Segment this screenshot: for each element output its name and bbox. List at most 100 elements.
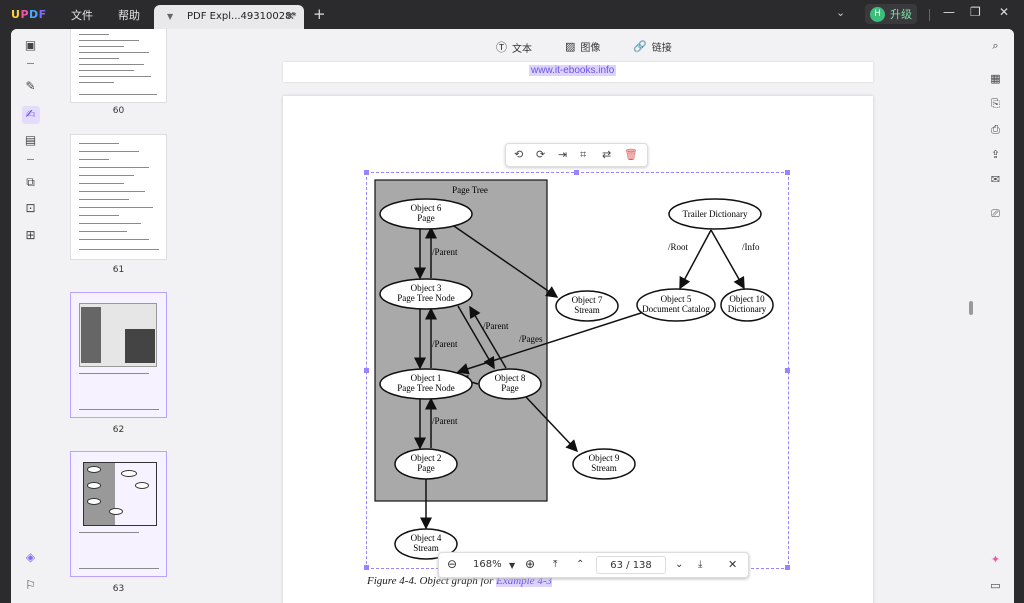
save-icon[interactable]: ⎚ — [991, 207, 1000, 220]
delete-icon[interactable]: 🗑 — [624, 148, 638, 161]
edge-label: /Parent — [432, 416, 458, 426]
extract-image-icon[interactable]: ⇥ — [558, 148, 568, 161]
svg-text:Object 10: Object 10 — [729, 294, 765, 304]
layers-icon[interactable]: ◈ — [25, 550, 36, 564]
node-object-5[interactable]: Object 5 Document Catalog — [636, 288, 716, 322]
add-link-button[interactable]: 🔗链接 — [633, 40, 672, 54]
thumbnail-label: 61 — [112, 265, 125, 275]
divider — [27, 159, 34, 160]
right-toolbar: ⌕ ▦ ⎘ ⎙ ⇪ ✉ ⎚ ✦ ▭ — [979, 29, 1014, 603]
minimize-icon[interactable]: — — [943, 5, 955, 19]
comment-icon[interactable]: ✎ — [25, 79, 36, 93]
resize-handle[interactable] — [364, 170, 369, 175]
node-trailer-dictionary[interactable]: Trailer Dictionary — [668, 198, 762, 230]
previous-page-icon[interactable]: ⌃ — [576, 559, 585, 570]
organize-pages-icon[interactable]: ⧉ — [26, 175, 35, 189]
thumbnail-page-60[interactable] — [70, 29, 167, 103]
previous-page-bottom: www.it-ebooks.info — [283, 62, 873, 82]
figure-caption: Figure 4-4. Object graph for Example 4-3 — [367, 575, 553, 587]
resize-handle[interactable] — [364, 368, 369, 373]
zoom-dropdown-icon[interactable]: ▼ — [509, 561, 516, 570]
node-object-6[interactable]: Object 6 Page — [379, 198, 473, 230]
ocr-icon[interactable]: ▦ — [990, 72, 1001, 85]
add-image-button[interactable]: ▨图像 — [565, 40, 601, 54]
resize-handle[interactable] — [574, 170, 579, 175]
edit-pdf-icon[interactable]: ✍ — [25, 107, 36, 121]
object-graph-diagram[interactable]: Page Tree /Parent /Parent /Parent /Paren… — [366, 172, 789, 569]
svg-text:Stream: Stream — [591, 463, 617, 473]
resize-handle[interactable] — [785, 368, 790, 373]
ai-assistant-icon[interactable]: ✦ — [990, 553, 1001, 566]
page-view-icon[interactable]: ▤ — [24, 133, 37, 147]
zoom-out-icon[interactable]: ⊖ — [447, 557, 458, 571]
chevron-down-icon[interactable]: ⌄ — [836, 6, 846, 19]
node-object-2[interactable]: Object 2 Page — [394, 448, 458, 480]
restore-icon[interactable]: ❐ — [970, 5, 981, 19]
bookmark-icon[interactable]: ⚐ — [25, 578, 36, 592]
first-page-icon[interactable]: ⤒ — [553, 559, 558, 570]
share-icon[interactable]: ⇪ — [990, 148, 1001, 161]
svg-text:Object 8: Object 8 — [495, 373, 526, 383]
svg-text:Page: Page — [417, 463, 435, 473]
edge-label: /Parent — [483, 321, 509, 331]
svg-text:Stream: Stream — [413, 543, 439, 553]
protect-icon[interactable]: ⎙ — [991, 123, 1000, 136]
tab-dropdown-icon[interactable]: ▼ — [167, 12, 174, 21]
svg-text:Stream: Stream — [574, 305, 600, 315]
menu-help[interactable]: 帮助 — [118, 9, 140, 22]
zoom-in-icon[interactable]: ⊕ — [525, 557, 536, 571]
svg-text:Dictionary: Dictionary — [728, 304, 767, 314]
rotate-left-icon[interactable]: ⟲ — [514, 148, 524, 161]
chat-icon[interactable]: ▭ — [990, 579, 1001, 592]
divider — [929, 9, 930, 21]
resize-handle[interactable] — [364, 565, 369, 570]
image-icon: ▨ — [565, 40, 576, 53]
menu-file[interactable]: 文件 — [71, 9, 93, 22]
edge-label: /Parent — [432, 339, 458, 349]
page-url-text[interactable]: www.it-ebooks.info — [529, 65, 617, 76]
updf-logo[interactable]: UPDF — [11, 8, 47, 21]
crop-icon[interactable]: ⊡ — [25, 201, 36, 215]
convert-icon[interactable]: ⎘ — [991, 97, 1000, 110]
upgrade-button[interactable]: H 升级 — [865, 4, 917, 24]
reader-mode-icon[interactable]: ▣ — [24, 38, 37, 52]
node-object-3[interactable]: Object 3 Page Tree Node — [379, 278, 473, 310]
close-navigation-icon[interactable]: ✕ — [728, 558, 738, 571]
new-tab-icon[interactable]: + — [313, 5, 326, 23]
thumbnail-page-61[interactable] — [70, 134, 167, 260]
form-icon[interactable]: ⊞ — [25, 228, 36, 242]
crop-image-icon[interactable]: ⌗ — [580, 148, 587, 161]
document-tab[interactable]: ▼ PDF Expl...49310028* ✕ — [154, 5, 304, 30]
search-icon[interactable]: ⌕ — [992, 39, 999, 52]
image-selection-box[interactable] — [364, 170, 790, 570]
email-icon[interactable]: ✉ — [990, 173, 1001, 186]
edge-label: /Pages — [519, 334, 543, 344]
total-pages: 138 — [632, 560, 652, 571]
last-page-icon[interactable]: ⤓ — [698, 559, 703, 570]
scrollbar-thumb[interactable] — [969, 301, 973, 315]
node-object-1[interactable]: Object 1 Page Tree Node — [379, 368, 473, 400]
close-window-icon[interactable]: ✕ — [999, 5, 1010, 19]
svg-text:Object 7: Object 7 — [572, 295, 603, 305]
replace-image-icon[interactable]: ⇄ — [602, 148, 612, 161]
rotate-right-icon[interactable]: ⟳ — [536, 148, 546, 161]
close-tab-icon[interactable]: ✕ — [285, 9, 296, 23]
caption-link[interactable]: Example 4-3 — [496, 575, 553, 587]
edge-label: /Root — [668, 242, 689, 252]
svg-text:Object 5: Object 5 — [661, 294, 692, 304]
resize-handle[interactable] — [785, 565, 790, 570]
page-tree-group — [374, 179, 548, 502]
thumbnail-page-63[interactable] — [70, 451, 167, 577]
node-object-4[interactable]: Object 4 Stream — [394, 528, 458, 560]
node-object-8[interactable]: Object 8 Page — [478, 368, 542, 400]
page-number-box[interactable]: 63 / 138 — [596, 556, 666, 574]
resize-handle[interactable] — [785, 170, 790, 175]
node-object-9[interactable]: Object 9 Stream — [572, 448, 636, 480]
node-object-10[interactable]: Object 10 Dictionary — [720, 288, 774, 322]
current-page[interactable]: 63 — [610, 560, 623, 571]
thumbnail-page-62[interactable] — [70, 292, 167, 418]
zoom-level[interactable]: 168% — [473, 559, 502, 570]
node-object-7[interactable]: Object 7 Stream — [555, 290, 619, 322]
next-page-icon[interactable]: ⌄ — [675, 559, 684, 570]
